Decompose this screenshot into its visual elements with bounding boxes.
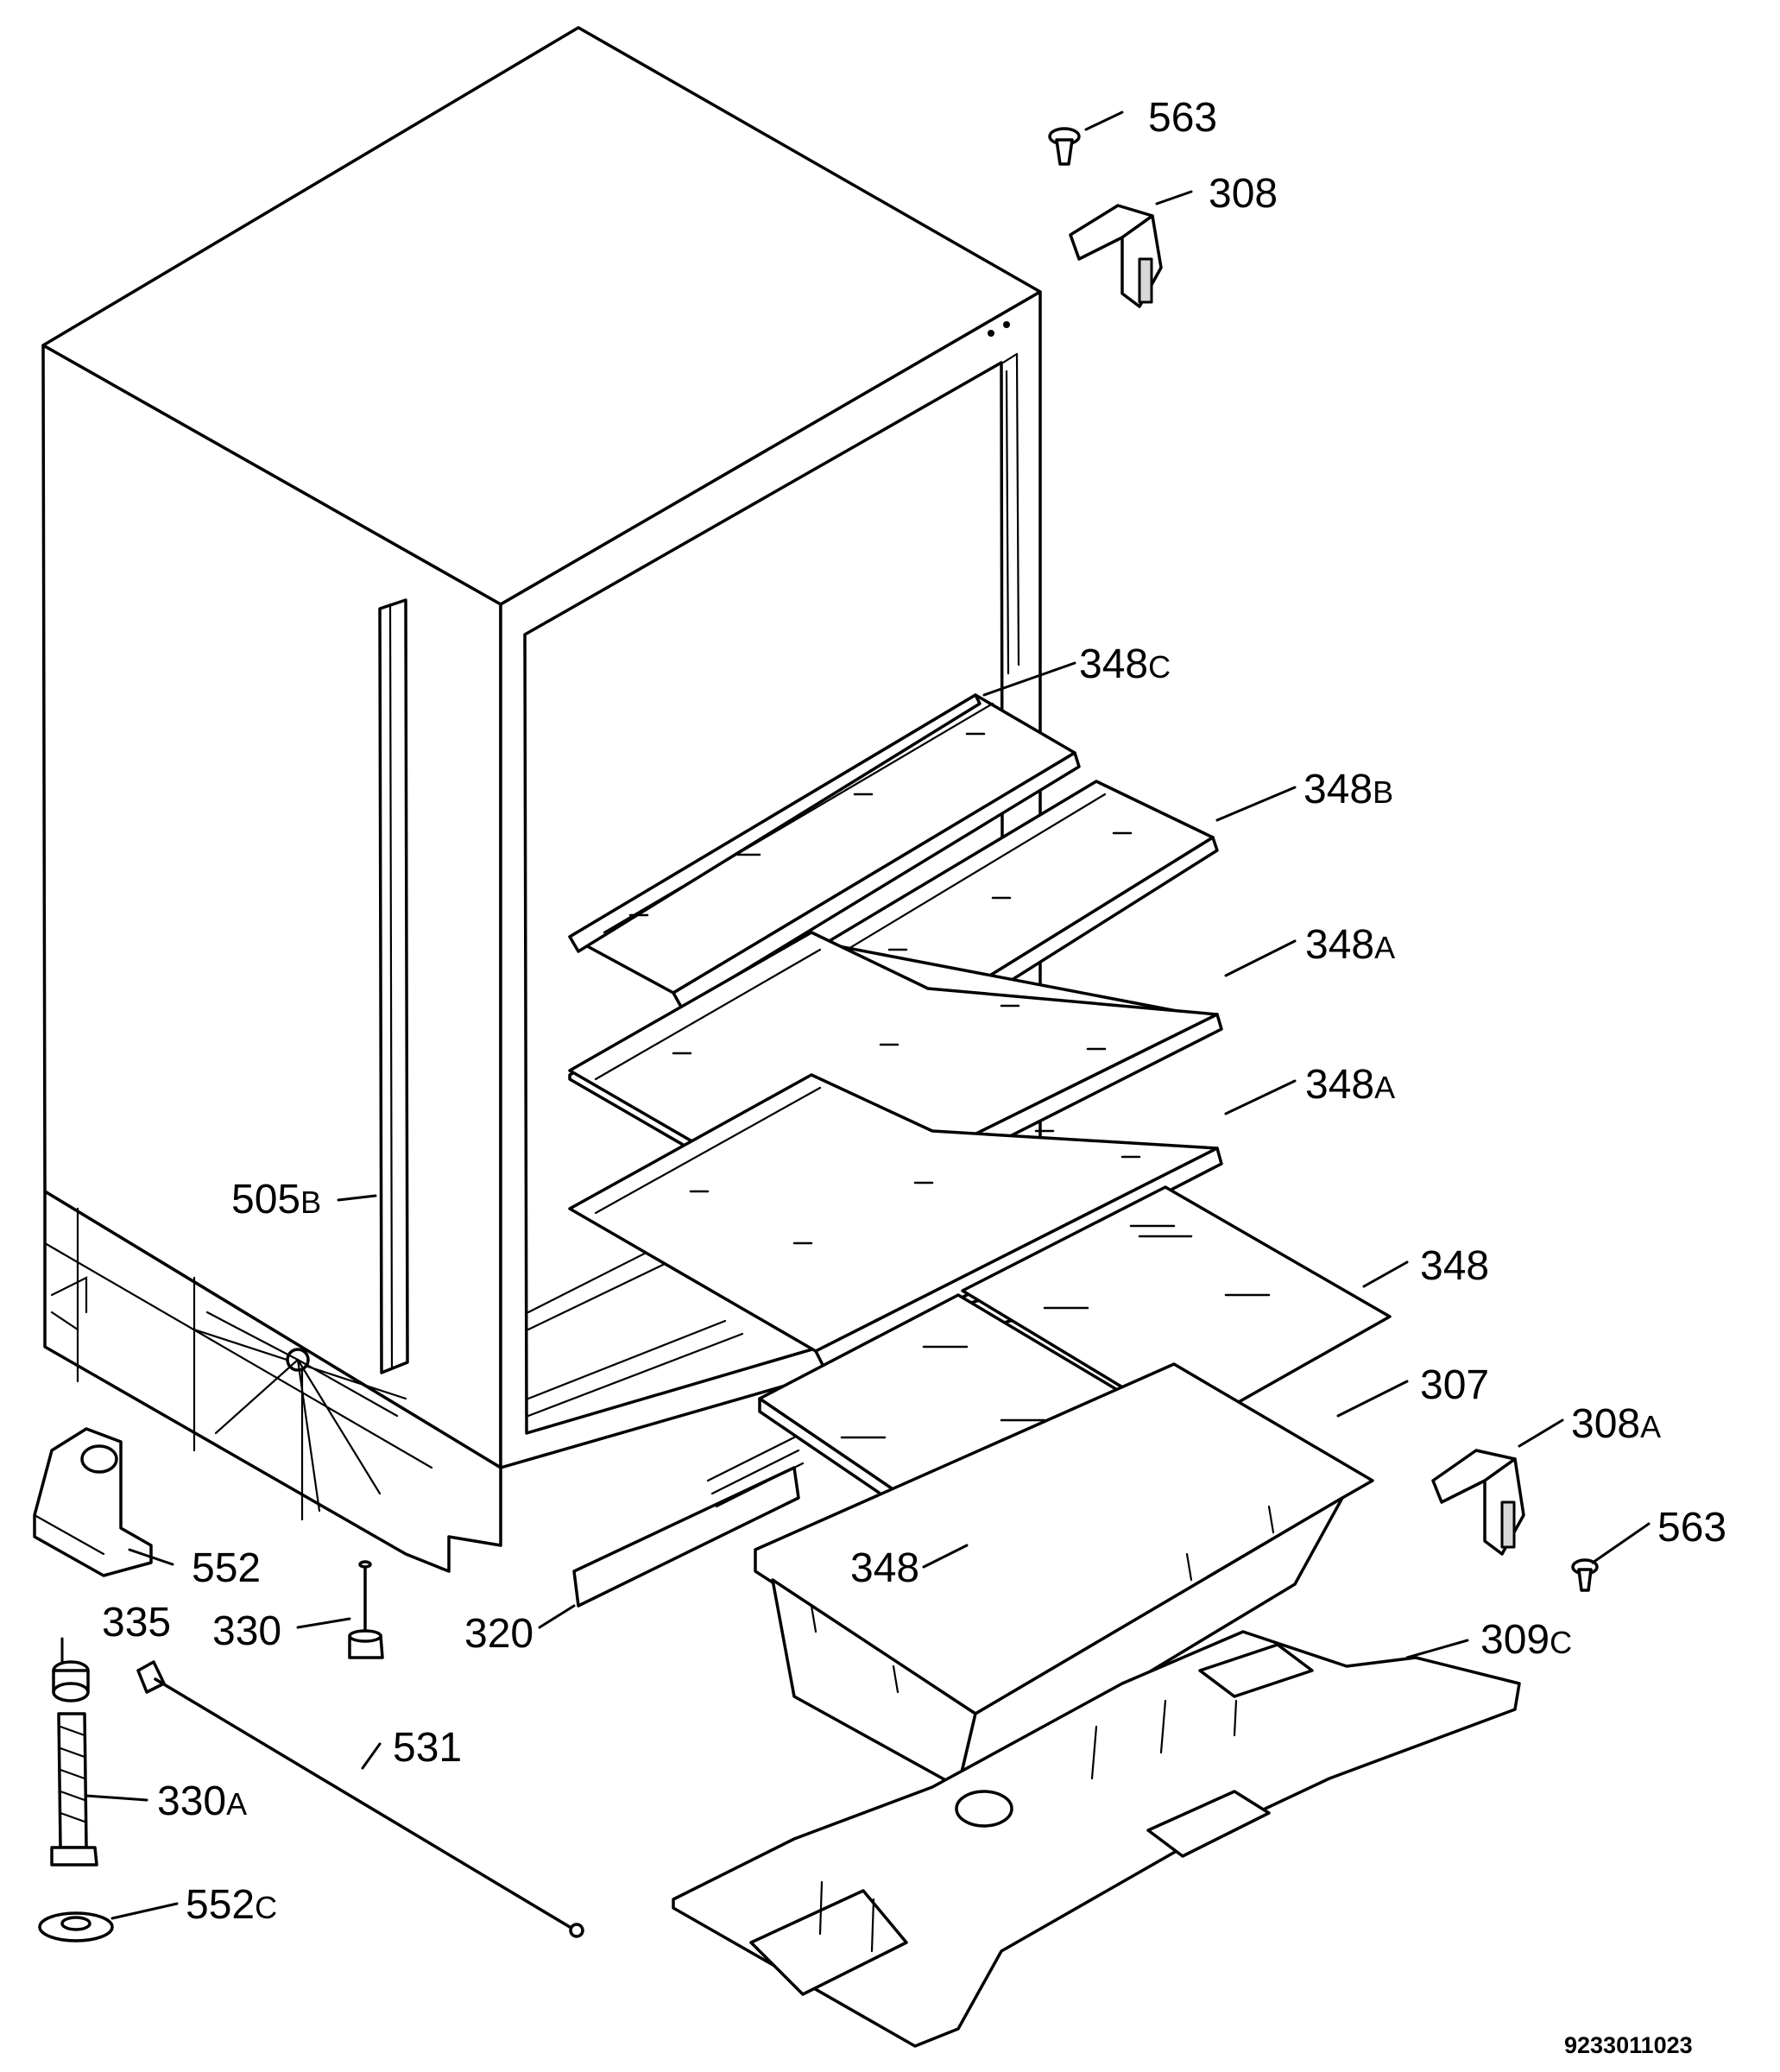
gear-335: [52, 1660, 90, 1702]
callout-label: 307: [1420, 1362, 1489, 1408]
bottom-cover: [672, 1630, 1521, 2048]
screw-563-bottom: [1571, 1558, 1599, 1592]
glass-plate-348-back: [961, 1185, 1392, 1431]
shelf-348c: [568, 693, 1081, 1010]
screw-563-top: [1048, 127, 1081, 166]
callout-label: 563: [1657, 1505, 1726, 1551]
callout-label: 348C: [1079, 641, 1171, 687]
callout-label: 563: [1148, 95, 1217, 141]
callout-label: 348: [1420, 1243, 1489, 1289]
callout-label: 320: [464, 1611, 533, 1657]
cabinet-plinth: [43, 1190, 502, 1573]
callout-label: 348: [850, 1545, 919, 1591]
callout-label: 348B: [1303, 767, 1393, 812]
foot-cap-552c: [38, 1911, 114, 1942]
callout-label: 330A: [157, 1778, 247, 1824]
hinge-308-top: [1069, 204, 1163, 308]
callout-label: 348A: [1305, 1062, 1395, 1108]
door-gasket-strip: [378, 598, 409, 1374]
callout-label: 552C: [186, 1882, 277, 1928]
callout-labels: 563 308 348C 348B 348A 348A 348 307 308A…: [102, 95, 1726, 1928]
callout-label: 531: [393, 1725, 462, 1771]
callout-label: 335: [102, 1600, 171, 1646]
front-trim-strip: [572, 1436, 805, 1608]
shelf-348a-lower: [568, 1073, 1223, 1370]
adjustable-foot-330: [348, 1560, 384, 1659]
leader-lines: [60, 111, 1651, 1920]
callout-label: 308: [1209, 171, 1278, 217]
callout-label: 330: [212, 1608, 281, 1654]
levelling-screw-330a: [50, 1712, 98, 1867]
callout-label: 309C: [1480, 1617, 1572, 1663]
callout-label: 505B: [231, 1177, 321, 1222]
crisper-drawer: [754, 1362, 1374, 1789]
hinge-bracket-552: [33, 1427, 153, 1577]
callout-label: 552: [192, 1545, 261, 1591]
hinge-308a-bottom: [1431, 1449, 1525, 1556]
callout-label: 308A: [1571, 1401, 1661, 1447]
callout-label: 348A: [1305, 922, 1395, 968]
adjusting-rod-531: [136, 1660, 584, 1938]
drawing-code: 9233011023: [1564, 2032, 1693, 2058]
